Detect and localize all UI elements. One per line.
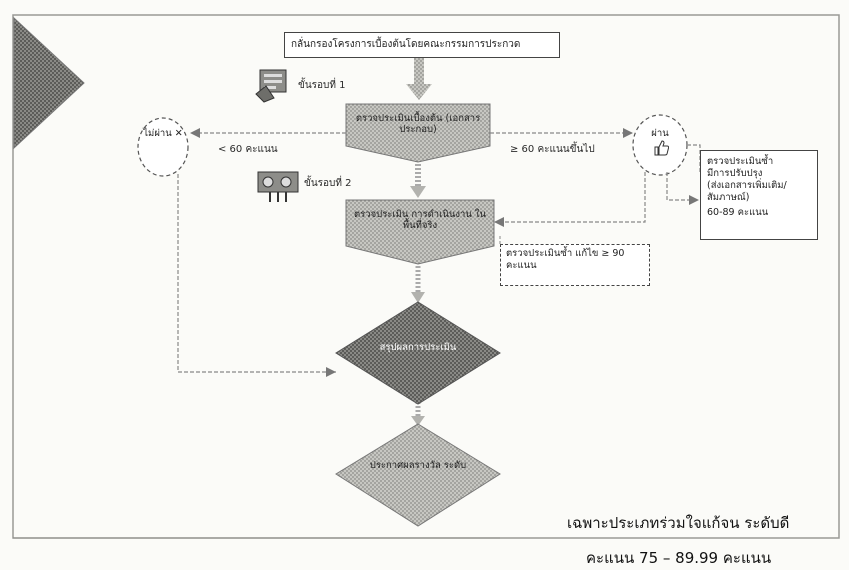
diamond2-shape [335,423,501,527]
note-box: ตรวจประเมินซ้ำ แก้ไข ≥ 90 คะแนน [500,244,650,286]
arrowhead-fail-to-diamond [326,367,336,377]
connector-pass-to-process2 [495,172,646,223]
inspection-icon [257,171,299,202]
step-round1-label: ขั้นรอบที่ 1 [298,80,346,91]
corner-triangle [13,16,85,150]
process1-shape [345,103,491,163]
edge-label-right: ≥ 60 คะแนนขึ้นไป [510,144,595,155]
down-arrow-4 [411,402,425,426]
right-box-line3: (ส่งเอกสารเพิ่มเติม/ [707,180,787,191]
top-box-text: กลั่นกรองโครงการเบื้องต้นโดยคณะกรรมการปร… [291,39,521,50]
diamond1-shape [335,301,501,405]
footer-line2: คะแนน 75 – 89.99 คะแนน [586,549,772,567]
arrowhead-to-fail [190,128,200,138]
document-icon [255,69,287,103]
footer-line1: เฉพาะประเภทร่วมใจแก้จน ระดับดี [567,514,790,532]
top-box: กลั่นกรองโครงการเบื้องต้นโดยคณะกรรมการปร… [284,32,560,58]
arrowhead-to-pass [623,128,633,138]
circle-left-shape [137,117,189,177]
process1-text: ตรวจประเมินเบื้องต้น (เอกสารประกอบ) [355,113,481,135]
diamond1-text: สรุปผลการประเมิน [379,342,457,353]
right-box-line5: 60-89 คะแนน [707,207,769,218]
connector-pass-to-rightbox [666,172,698,201]
thumbs-up-icon [654,140,669,156]
right-box-line2: มีการปรับปรุง [707,168,763,179]
right-box: ตรวจประเมินซ้ำ มีการปรับปรุง (ส่งเอกสารเ… [700,150,818,240]
right-box-line4: สัมภาษณ์) [707,192,750,203]
down-arrow-3 [411,262,425,303]
right-box-line1: ตรวจประเมินซ้ำ [707,156,774,167]
edge-label-left: < 60 คะแนน [218,144,278,155]
down-arrow-1 [406,58,432,100]
down-arrow-2 [410,160,426,198]
note-box-text: ตรวจประเมินซ้ำ แก้ไข ≥ 90 คะแนน [506,248,625,271]
circle-right-text: ผ่าน [651,128,669,139]
connector-fail-to-diamond [177,174,336,373]
step-round2-label: ขั้นรอบที่ 2 [304,178,352,189]
process2-shape [345,199,495,265]
arrowhead-pass-to-process2 [494,217,504,227]
process2-text: ตรวจประเมิน การดำเนินงาน ในพื้นที่จริง [354,209,486,231]
diamond2-text: ประกาศผลรางวัล ระดับ [369,460,467,471]
arrowhead-pass-to-rightbox [689,195,699,205]
connector-rightbox-loop [688,144,701,172]
circle-left-text: ไม่ผ่าน ✕ [143,128,183,139]
